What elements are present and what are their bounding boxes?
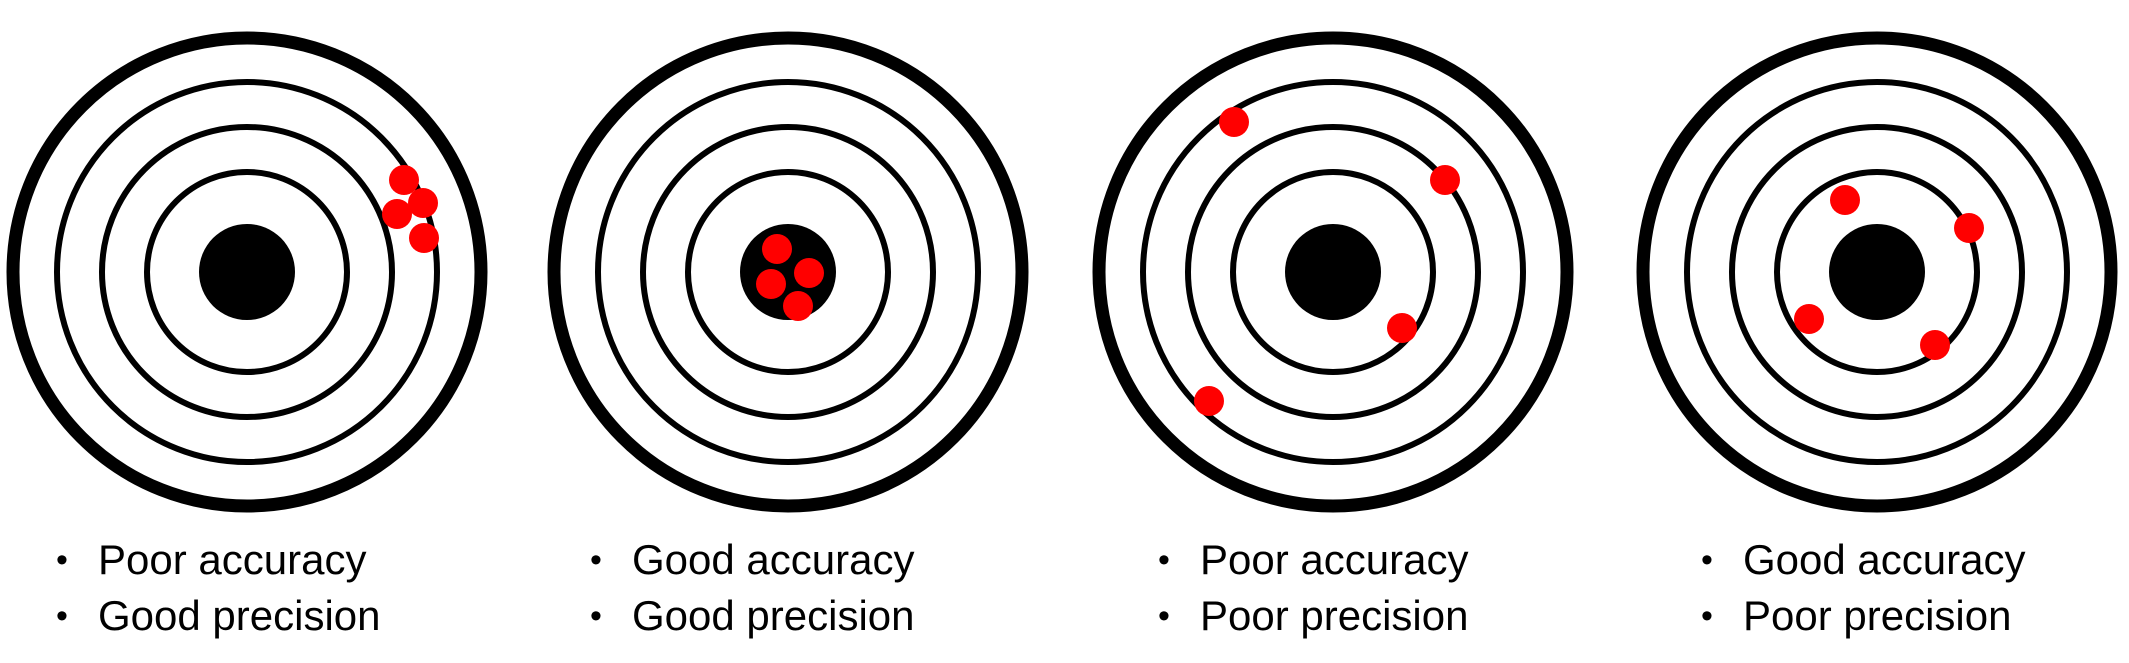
bullseye — [1829, 224, 1925, 320]
bullseye — [1285, 224, 1381, 320]
caption-accuracy: Good accuracy — [584, 532, 915, 588]
shot-mark — [1954, 213, 1984, 243]
shot-mark — [1387, 313, 1417, 343]
shot-mark — [1219, 107, 1249, 137]
target-good-accuracy-poor-precision — [1636, 31, 2118, 513]
shot-mark — [409, 223, 439, 253]
caption-panel-3: Poor accuracy Poor precision — [1152, 532, 1468, 644]
caption-panel-4: Good accuracy Poor precision — [1695, 532, 2025, 644]
shot-mark — [1830, 185, 1860, 215]
target-poor-accuracy-poor-precision — [1092, 31, 1574, 513]
shot-mark — [1430, 165, 1460, 195]
shot-mark — [1194, 386, 1224, 416]
caption-precision: Poor precision — [1152, 588, 1468, 644]
caption-precision: Good precision — [50, 588, 381, 644]
caption-precision: Good precision — [584, 588, 915, 644]
target-ring-3 — [640, 124, 936, 420]
caption-accuracy: Poor accuracy — [1152, 532, 1468, 588]
target-ring-3 — [1729, 124, 2025, 420]
target-ring-4 — [1230, 169, 1436, 375]
shot-mark — [382, 199, 412, 229]
target-ring-1 — [1092, 31, 1574, 513]
target-good-accuracy-good-precision — [547, 31, 1029, 513]
shot-mark — [408, 188, 438, 218]
caption-accuracy: Good accuracy — [1695, 532, 2025, 588]
caption-precision: Poor precision — [1695, 588, 2025, 644]
caption-accuracy: Poor accuracy — [50, 532, 381, 588]
shot-mark — [1794, 304, 1824, 334]
target-ring-1 — [1636, 31, 2118, 513]
target-ring-3 — [99, 124, 395, 420]
shot-mark — [794, 258, 824, 288]
shot-mark — [783, 291, 813, 321]
target-ring-3 — [1185, 124, 1481, 420]
bullseye — [199, 224, 295, 320]
shot-mark — [1920, 330, 1950, 360]
shot-mark — [389, 165, 419, 195]
target-ring-2 — [54, 79, 440, 465]
target-ring-4 — [144, 169, 350, 375]
shot-mark — [762, 234, 792, 264]
caption-panel-2: Good accuracy Good precision — [584, 532, 915, 644]
target-ring-2 — [1684, 79, 2070, 465]
target-ring-2 — [1140, 79, 1526, 465]
target-ring-1 — [6, 31, 488, 513]
target-ring-1 — [547, 31, 1029, 513]
target-poor-accuracy-good-precision — [6, 31, 488, 513]
caption-panel-1: Poor accuracy Good precision — [50, 532, 381, 644]
target-ring-2 — [595, 79, 981, 465]
target-ring-4 — [1774, 169, 1980, 375]
shot-mark — [756, 269, 786, 299]
target-ring-4 — [685, 169, 891, 375]
